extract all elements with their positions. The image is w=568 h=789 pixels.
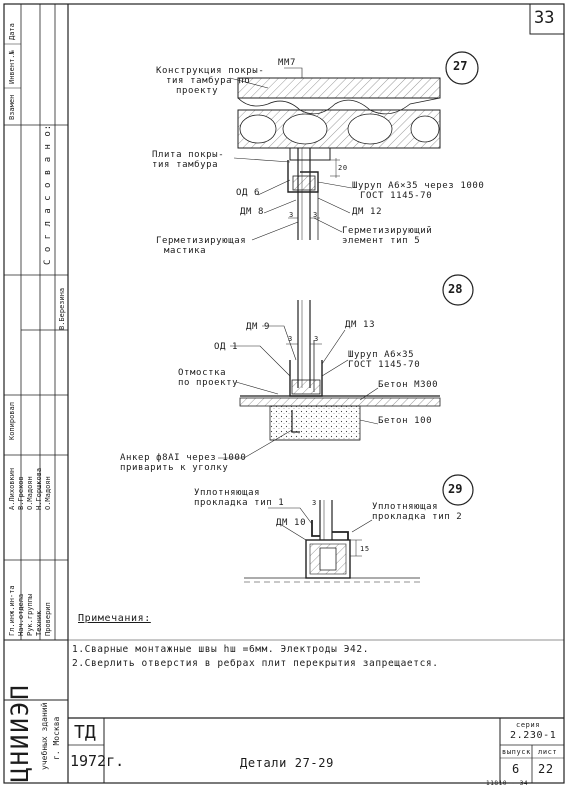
label-seal-1: Герметизирующий — [342, 226, 433, 236]
label-screw-27: Шуруп А6×35 через 1000 — [352, 181, 485, 191]
label-concrete100: Бетон 100 — [378, 416, 433, 426]
label-dm8: ДМ 8 — [240, 207, 265, 217]
label-seal-2: элемент тип 5 — [342, 236, 421, 246]
label-cover-2: тия тамбура по — [166, 76, 251, 86]
year: 1972г. — [70, 752, 125, 770]
dim-28-3b: 3 — [314, 335, 319, 343]
sig-role-2: Нач.отдела — [17, 593, 25, 636]
label-dm10: ДМ 10 — [276, 518, 307, 528]
label-anchor-2: приварить к уголку — [120, 463, 229, 473]
issue-value: 6 — [512, 762, 520, 776]
detail-28-number: 28 — [448, 282, 463, 296]
label-gasket2-1: Уплотняющая — [372, 502, 439, 512]
series-value: 2.230-1 — [510, 730, 557, 741]
copier-name: В.Березина — [58, 287, 66, 330]
sig-role-3: Рук.группы — [26, 593, 34, 636]
label-od6: ОД 6 — [236, 188, 261, 198]
dim-27-3a: 3 — [289, 211, 294, 219]
agreed-label: С о г л а с о в а н о: — [43, 123, 53, 265]
col-date: Дата — [8, 23, 16, 40]
label-mastic-2: мастика — [164, 246, 207, 256]
label-slab-2: тия тамбура — [152, 160, 219, 170]
label-cover-1: Конструкция покры- — [156, 66, 265, 76]
dim-29-3: 3 — [312, 499, 317, 507]
label-otmostka-2: по проекту — [178, 378, 239, 388]
copied-label: Копировал — [8, 402, 16, 440]
label-slab-1: Плита покры- — [152, 150, 225, 160]
dim-29-15: 15 — [360, 545, 370, 553]
issue-label: выпуск — [502, 748, 531, 756]
org-logo: ЦНИИЭП — [6, 683, 34, 782]
label-otmostka-1: Отмостка — [178, 368, 227, 378]
label-dm12: ДМ 12 — [352, 207, 383, 217]
footer-code: 11810 - 34 — [486, 780, 529, 787]
sig-role-4: Техник — [35, 610, 43, 636]
detail-29-number: 29 — [448, 482, 463, 496]
label-concrete300: Бетон М300 — [378, 380, 439, 390]
label-gost-27: ГОСТ 1145-70 — [360, 191, 433, 201]
org-name-2: г. Москва — [52, 716, 61, 760]
label-dm9: ДМ 9 — [246, 322, 271, 332]
label-gasket2-2: прокладка тип 2 — [372, 512, 463, 522]
detail-27-number: 27 — [453, 59, 468, 73]
label-screw-28: Шуруп А6×35 — [348, 350, 415, 360]
note-1: 1.Сварные монтажные швы hш =6мм. Электро… — [72, 644, 370, 655]
label-gost-28: ГОСТ 1145-70 — [348, 360, 421, 370]
sheet-value: 22 — [538, 762, 554, 776]
sig-name-3: О.Мадоян — [26, 476, 34, 510]
label-dm13: ДМ 13 — [345, 320, 376, 330]
dim-27-3b: 3 — [313, 211, 318, 219]
col-replace: Взамен — [8, 94, 16, 120]
page-number: 33 — [534, 8, 555, 28]
label-gasket1-1: Уплотняющая — [194, 488, 261, 498]
sheet-label: лист — [538, 748, 558, 756]
col-inv: Инвент.№ — [8, 50, 16, 84]
series-label: серия — [516, 721, 541, 729]
sig-name-5: О.Мадоян — [44, 476, 52, 510]
label-gasket1-2: прокладка тип 1 — [194, 498, 285, 508]
sheet-title: Детали 27-29 — [240, 756, 334, 770]
label-mm7: ММ7 — [278, 58, 297, 68]
label-anchor-1: Анкер ф8АI через 1000 — [120, 453, 247, 463]
label-mastic-1: Герметизирующая — [156, 236, 247, 246]
sig-role-5: Проверил — [44, 602, 52, 636]
note-2: 2.Сверлить отверстия в ребрах плит перек… — [72, 658, 439, 669]
dim-27-20: 20 — [338, 164, 348, 172]
org-name-1: учебных зданий — [40, 702, 49, 770]
sig-name-4: Н.Горшкова — [35, 467, 43, 510]
td-mark: ТД — [74, 722, 96, 743]
dim-28-3a: 3 — [288, 335, 293, 343]
sig-name-1: А.Лиховкин — [8, 467, 16, 510]
sig-name-2: В.Грехов — [17, 476, 25, 510]
label-cover-3: проекту — [176, 86, 219, 96]
sig-role-1: Гл.инж.ин-та — [8, 585, 16, 636]
label-od1: ОД 1 — [214, 342, 239, 352]
notes-title: Примечания: — [78, 613, 151, 624]
